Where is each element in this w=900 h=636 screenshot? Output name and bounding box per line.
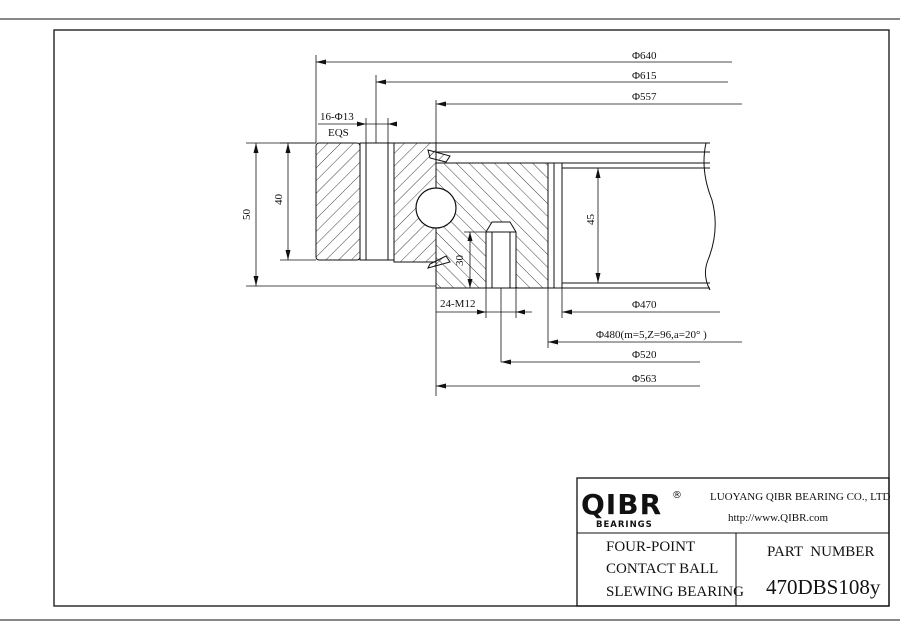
ball — [415, 187, 457, 229]
dim-480: Φ480(m=5,Z=96,a=20° ) — [596, 329, 707, 341]
description-line-1: FOUR-POINT — [606, 539, 695, 555]
company-name: LUOYANG QIBR BEARING CO., LTD — [710, 491, 891, 503]
logo-registered: ® — [672, 490, 682, 501]
dim-470: Φ470 — [632, 299, 657, 311]
mounting-hole — [359, 142, 395, 261]
dim-eqs: EQS — [328, 127, 349, 139]
logo-subtitle: BEARINGS — [596, 520, 653, 530]
dimension-lines — [246, 55, 742, 396]
dim-45: 45 — [585, 214, 597, 226]
outer-ring-left — [315, 142, 361, 261]
dim-557: Φ557 — [632, 91, 657, 103]
dim-520: Φ520 — [632, 349, 657, 361]
gear-teeth — [547, 162, 563, 289]
company-website: http://www.QIBR.com — [728, 512, 829, 524]
description-line-3: SLEWING BEARING — [606, 584, 744, 600]
seal-top — [427, 149, 451, 163]
dim-50: 50 — [241, 209, 253, 221]
dim-holes: 16-Φ13 — [320, 111, 354, 123]
seal-bottom — [427, 255, 451, 269]
part-number-label: PART NUMBER — [767, 544, 874, 560]
dim-40: 40 — [273, 194, 285, 206]
description-line-2: CONTACT BALL — [606, 561, 718, 577]
dim-563: Φ563 — [632, 373, 657, 385]
bearing-section — [315, 142, 716, 291]
sheet-border — [0, 18, 900, 621]
part-number-value: 470DBS108y — [766, 575, 881, 599]
dim-640: Φ640 — [632, 50, 657, 62]
company-logo: QIBR ® BEARINGS — [581, 488, 682, 530]
dim-m12: 24-M12 — [440, 298, 475, 310]
dimension-labels: Φ640 Φ615 Φ557 16-Φ13 EQS 50 40 45 30 24… — [241, 50, 707, 385]
dim-30: 30 — [454, 255, 466, 267]
logo-text: QIBR — [581, 488, 662, 521]
dim-615: Φ615 — [632, 70, 657, 82]
dimension-arrows — [253, 59, 601, 389]
title-block — [576, 477, 890, 607]
